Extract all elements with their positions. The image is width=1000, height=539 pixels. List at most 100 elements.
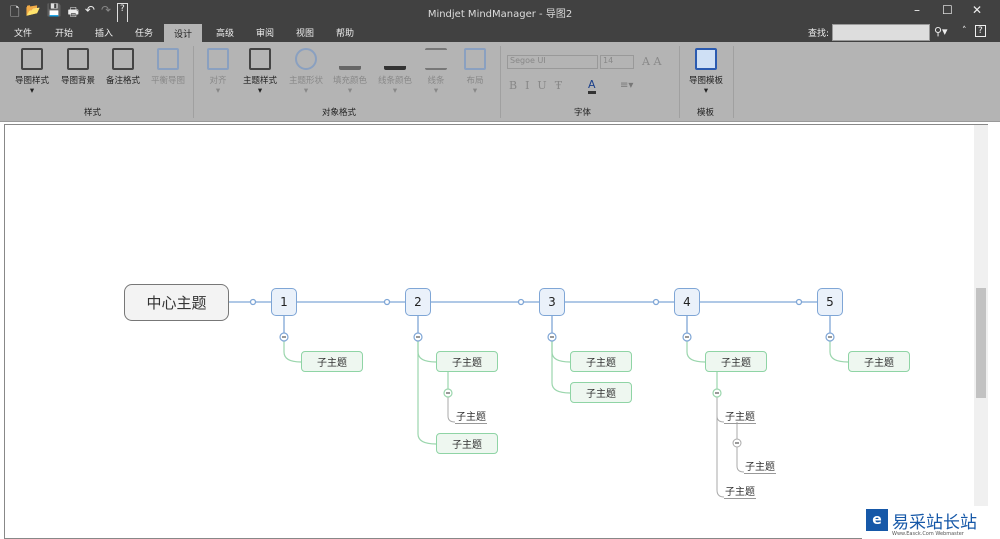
- notes-format-icon: [112, 48, 134, 70]
- tab-task[interactable]: 任务: [135, 29, 154, 39]
- watermark-subtitle: Www.Easck.Com Webmaster: [892, 531, 964, 537]
- tab-design[interactable]: 设计: [164, 24, 203, 42]
- map-background-button[interactable]: 导图背景: [56, 48, 100, 86]
- topic-style-icon: [249, 48, 271, 70]
- watermark-logo-icon: e: [866, 509, 888, 531]
- font-size-select[interactable]: 14: [600, 55, 634, 69]
- label: 导图背景: [60, 76, 95, 86]
- group-label-object-format: 对象格式: [322, 108, 357, 118]
- balance-map-icon: [157, 48, 179, 70]
- binoculars-icon[interactable]: ⚲▾: [934, 25, 948, 38]
- topic-style-button[interactable]: 主题样式▾: [238, 48, 282, 96]
- find-input[interactable]: [832, 24, 930, 41]
- subtopic[interactable]: 子主题: [570, 382, 632, 403]
- quick-access-toolbar: 🗋 📂 💾 🖶 ↶ ↷ ?: [10, 3, 128, 24]
- line-icon: [425, 48, 447, 70]
- topic-shape-icon: [295, 48, 317, 70]
- fill-color-button[interactable]: 填充颜色▾: [328, 48, 372, 96]
- main-topic[interactable]: 3: [539, 288, 565, 316]
- tab-review[interactable]: 审阅: [256, 29, 275, 39]
- undo-icon[interactable]: ↶: [84, 3, 95, 17]
- line-button[interactable]: 线条▾: [419, 48, 453, 96]
- ribbon: 导图样式▾ 导图背景 备注格式 平衡导图 样式 对齐▾ 主题样式▾ 主题形状▾ …: [0, 42, 1000, 122]
- subtopic[interactable]: 子主题: [570, 351, 632, 372]
- main-topic[interactable]: 5: [817, 288, 843, 316]
- watermark: e 易采站长站 Www.Easck.Com Webmaster: [862, 506, 1000, 539]
- divider: [193, 46, 194, 118]
- subtopic[interactable]: 子主题: [436, 433, 498, 454]
- collapse-ribbon-icon[interactable]: ˄: [962, 26, 967, 36]
- font-name-select[interactable]: Segoe UI: [507, 55, 598, 69]
- subtopic[interactable]: 子主题: [301, 351, 363, 372]
- map-template-icon: [695, 48, 717, 70]
- watermark-name: 易采站长站: [892, 513, 977, 533]
- tab-help[interactable]: 帮助: [336, 29, 355, 39]
- divider: [733, 46, 734, 118]
- tab-advanced[interactable]: 高级: [216, 29, 235, 39]
- sub-subtopic[interactable]: 子主题: [455, 408, 487, 424]
- divider: [679, 46, 680, 118]
- line-color-icon: [384, 48, 406, 70]
- help-icon[interactable]: ?: [975, 25, 986, 37]
- label: 填充颜色: [332, 76, 367, 86]
- map-style-button[interactable]: 导图样式▾: [10, 48, 54, 96]
- align-icon: [207, 48, 229, 70]
- scrollbar-thumb[interactable]: [976, 288, 986, 398]
- subtopic[interactable]: 子主题: [436, 351, 498, 372]
- divider: [500, 46, 501, 118]
- align-text-icon[interactable]: ≡▾: [620, 80, 634, 91]
- minimize-button[interactable]: –: [914, 3, 920, 17]
- open-icon[interactable]: 📂: [25, 3, 41, 17]
- maximize-button[interactable]: ☐: [942, 3, 953, 17]
- main-topic[interactable]: 2: [405, 288, 431, 316]
- label: 对齐: [209, 76, 227, 86]
- subtopic[interactable]: 子主题: [848, 351, 910, 372]
- topic-shape-button[interactable]: 主题形状▾: [284, 48, 328, 96]
- print-icon[interactable]: 🖶: [67, 5, 79, 19]
- main-topic[interactable]: 4: [674, 288, 700, 316]
- group-label-template: 模板: [697, 108, 715, 118]
- central-topic[interactable]: 中心主题: [124, 284, 229, 321]
- notes-format-button[interactable]: 备注格式: [101, 48, 145, 86]
- label: 线条颜色: [377, 76, 412, 86]
- label: 平衡导图: [150, 76, 185, 86]
- label: 导图模板: [688, 76, 723, 86]
- font-color-icon[interactable]: A: [588, 78, 596, 94]
- subtopic[interactable]: 子主题: [705, 351, 767, 372]
- find-label: 查找:: [808, 29, 830, 39]
- tab-file[interactable]: 文件: [14, 29, 33, 39]
- map-template-button[interactable]: 导图模板▾: [684, 48, 728, 96]
- window-title: Mindjet MindManager - 导图2: [427, 9, 573, 20]
- map-background-icon: [67, 48, 89, 70]
- layout-button[interactable]: 布局▾: [458, 48, 492, 96]
- label: 备注格式: [105, 76, 140, 86]
- label: 主题形状: [288, 76, 323, 86]
- title-bar: 🗋 📂 💾 🖶 ↶ ↷ ? Mindjet MindManager - 导图2 …: [0, 0, 1000, 24]
- map-canvas[interactable]: [4, 124, 988, 539]
- sub-subtopic[interactable]: 子主题: [724, 483, 756, 499]
- new-icon[interactable]: 🗋: [10, 5, 20, 19]
- layout-icon: [464, 48, 486, 70]
- tab-insert[interactable]: 插入: [95, 29, 114, 39]
- tab-view[interactable]: 视图: [296, 29, 315, 39]
- label: 导图样式: [14, 76, 49, 86]
- grow-font-icon[interactable]: A A: [642, 55, 662, 68]
- map-style-icon: [21, 48, 43, 70]
- redo-icon[interactable]: ↷: [100, 3, 112, 17]
- group-label-font: 字体: [574, 108, 592, 118]
- font-format-icons[interactable]: BIUŦ: [509, 79, 571, 92]
- main-topic[interactable]: 1: [271, 288, 297, 316]
- ribbon-tabs: 文件 开始 插入 任务 设计 高级 审阅 视图 帮助 查找: ⚲▾ ˄ ?: [0, 22, 1000, 42]
- label: 线条: [427, 76, 445, 86]
- group-label-styles: 样式: [84, 108, 102, 118]
- close-button[interactable]: ✕: [972, 3, 983, 17]
- line-color-button[interactable]: 线条颜色▾: [373, 48, 417, 96]
- balance-map-button[interactable]: 平衡导图: [146, 48, 190, 86]
- tab-home[interactable]: 开始: [55, 29, 74, 39]
- align-button[interactable]: 对齐▾: [200, 48, 236, 96]
- save-icon[interactable]: 💾: [46, 3, 62, 17]
- sub-subtopic[interactable]: 子主题: [724, 408, 756, 424]
- sub-subtopic[interactable]: 子主题: [744, 458, 776, 474]
- label: 布局: [466, 76, 484, 86]
